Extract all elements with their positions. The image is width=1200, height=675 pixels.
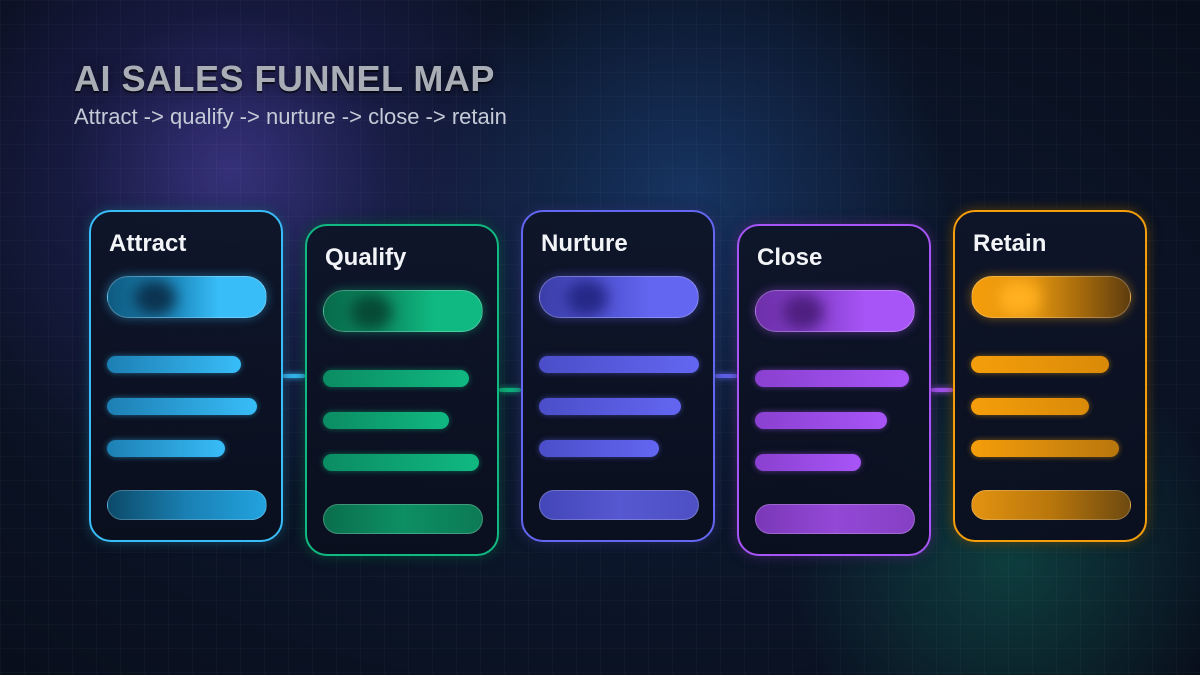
connector-attract-qualify: [283, 374, 305, 378]
stage-primary-pill: [755, 290, 915, 332]
stage-card-qualify[interactable]: Qualify: [305, 224, 499, 556]
stage-primary-pill: [323, 290, 483, 332]
stage-primary-pill: [107, 276, 267, 318]
stage-title: Qualify: [325, 244, 407, 271]
stage-action-pill: [323, 504, 483, 534]
page-subtitle: Attract -> qualify -> nurture -> close -…: [74, 104, 507, 129]
stage-primary-pill: [539, 276, 699, 318]
connector-qualify-nurture: [499, 388, 521, 392]
stage-card-retain[interactable]: Retain: [953, 210, 1147, 542]
stage-title: Retain: [973, 230, 1047, 257]
stage-title: Close: [757, 244, 823, 271]
page-title: AI SALES FUNNEL MAP: [74, 58, 495, 99]
stage-card-attract[interactable]: Attract: [89, 210, 283, 542]
connector-nurture-close: [715, 374, 737, 378]
stage-title: Nurture: [541, 230, 628, 257]
stage-line: [107, 398, 257, 415]
stage-line: [107, 440, 225, 457]
stage-line: [323, 412, 449, 429]
stage-line: [323, 370, 469, 387]
stage-line: [539, 440, 659, 457]
stage-line: [539, 398, 681, 415]
stage-card-close[interactable]: Close: [737, 224, 931, 556]
stage-action-pill: [107, 490, 267, 520]
stage-line: [755, 412, 887, 429]
stage-line: [323, 454, 479, 471]
stage-primary-pill: [971, 276, 1131, 318]
stage-line: [755, 370, 909, 387]
stage-action-pill: [539, 490, 699, 520]
stage-line: [755, 454, 861, 471]
stage-action-pill: [971, 490, 1131, 520]
stage-line: [971, 356, 1109, 373]
connector-close-retain: [931, 388, 953, 392]
stage-title: Attract: [109, 230, 187, 257]
stage-line: [971, 440, 1119, 457]
stage-card-nurture[interactable]: Nurture: [521, 210, 715, 542]
stage-line: [107, 356, 241, 373]
stage-action-pill: [755, 504, 915, 534]
stage-line: [971, 398, 1089, 415]
stage-line: [539, 356, 699, 373]
